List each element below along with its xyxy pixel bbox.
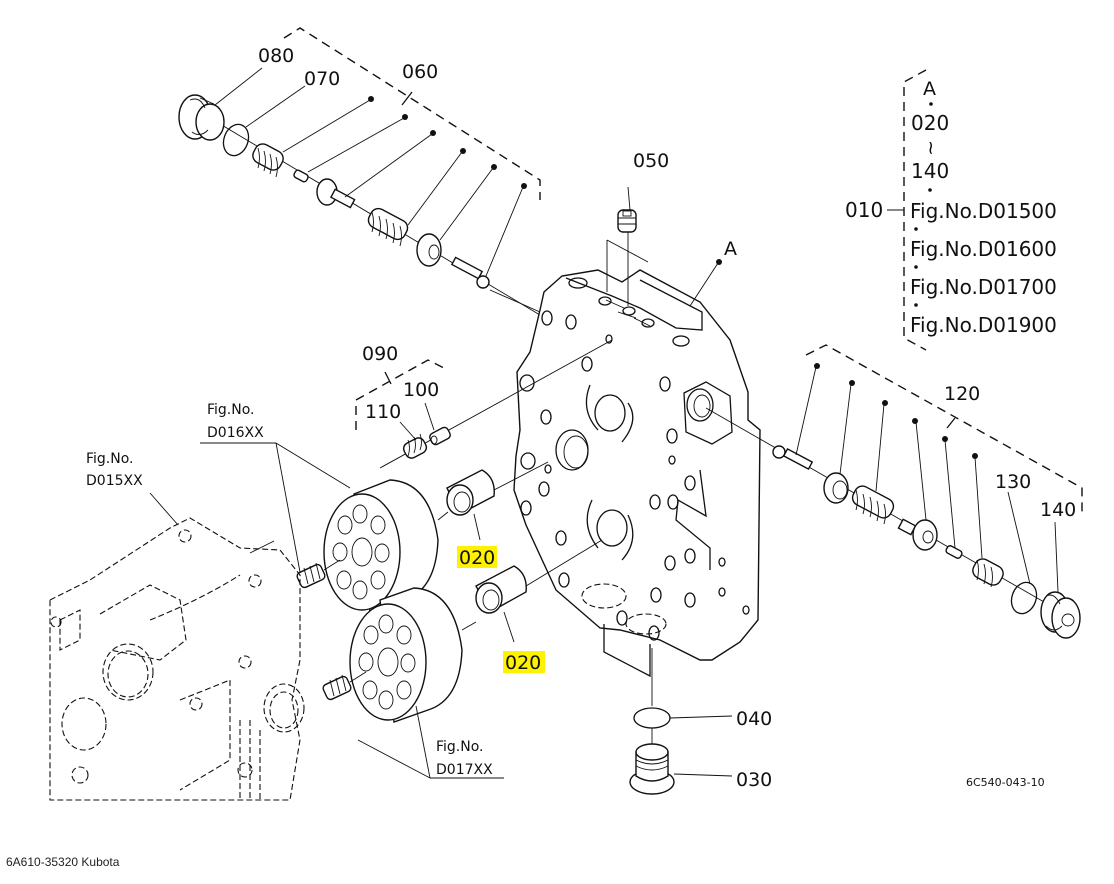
callout-010: 010 [845,198,883,222]
svg-text:Fig.No.: Fig.No. [436,739,484,755]
svg-text:Fig.No.: Fig.No. [86,451,134,467]
sleeve-100[interactable] [428,426,451,446]
fig-ref-d016: Fig.No. D016XX [207,402,264,441]
pump-housing-reference [49,517,305,801]
callout-030: 030 [736,769,772,791]
check-valve-assembly-090 [355,339,613,469]
spring-120-a[interactable] [850,483,896,525]
spring-110[interactable] [402,433,429,460]
needle-bearing-020-lower[interactable] [475,565,527,614]
callout-060: 060 [402,61,438,83]
pin-060[interactable] [293,169,309,183]
callout-070: 070 [304,68,340,90]
spring-060-b[interactable] [366,206,411,247]
legend-fig-1: Fig.No.D01600 [910,237,1057,261]
legend-to: 140 [911,159,949,183]
svg-text:Fig.No.: Fig.No. [207,402,255,418]
callout-110: 110 [365,401,401,423]
callout-020-lower: 020 [503,651,545,674]
callout-140: 140 [1040,499,1076,521]
needle-bearing-020-upper[interactable] [446,469,495,516]
plug-080[interactable] [178,94,225,141]
callout-120: 120 [944,383,980,405]
callout-100: 100 [403,379,439,401]
callout-080: 080 [258,45,294,67]
pin-120[interactable] [945,545,963,560]
plug-140[interactable] [1040,591,1081,639]
svg-text:020: 020 [459,547,495,569]
svg-text:020: 020 [505,652,541,674]
callout-130: 130 [995,471,1031,493]
spring-120-b[interactable] [970,556,1006,588]
cylinder-block-upper[interactable] [323,479,439,613]
callout-050: 050 [633,150,669,172]
poppet-120[interactable] [897,518,938,551]
svg-text:D016XX: D016XX [207,425,264,441]
relief-valve-assembly-060 [178,27,546,319]
adjust-screw-060[interactable] [450,256,490,289]
o-ring-070[interactable] [219,121,252,159]
valve-plate-a[interactable] [513,269,761,678]
fig-ref-d017: Fig.No. D017XX [436,739,493,778]
spring-060-a[interactable] [250,141,286,178]
image-caption: 6A610-35320 Kubota [6,855,120,869]
callout-040: 040 [736,708,772,730]
seat-120[interactable] [823,472,849,504]
shaft-upper[interactable] [296,562,326,589]
svg-text:D017XX: D017XX [436,762,493,778]
assembly-legend: A 020 ~ 140 Fig.No.D01500 Fig.No.D01600 … [910,78,1057,337]
legend-fig-0: Fig.No.D01500 [910,199,1057,223]
o-ring-040[interactable] [633,707,671,729]
fig-ref-d015: Fig.No. D015XX [86,451,143,489]
bolt-120[interactable] [772,445,814,471]
callout-090: 090 [362,343,398,365]
legend-fig-3: Fig.No.D01900 [910,313,1057,337]
seat-060[interactable] [416,233,442,267]
callout-020-upper: 020 [457,546,497,569]
callout-assembly-a: A [724,238,737,260]
poppet-060[interactable] [316,178,356,209]
drawing-number: 6C540-043-10 [966,776,1045,789]
legend-a: A [923,78,936,100]
plug-030[interactable] [629,743,675,795]
shaft-lower[interactable] [322,674,352,701]
legend-tilde: ~ [920,140,942,156]
o-ring-130[interactable] [1007,579,1040,617]
legend-fig-2: Fig.No.D01700 [910,275,1057,299]
legend-from: 020 [911,111,949,135]
relief-valve-assembly-120 [705,344,1083,639]
plug-050[interactable] [617,209,637,233]
svg-text:D015XX: D015XX [86,473,143,489]
cylinder-block-lower[interactable] [349,587,463,723]
